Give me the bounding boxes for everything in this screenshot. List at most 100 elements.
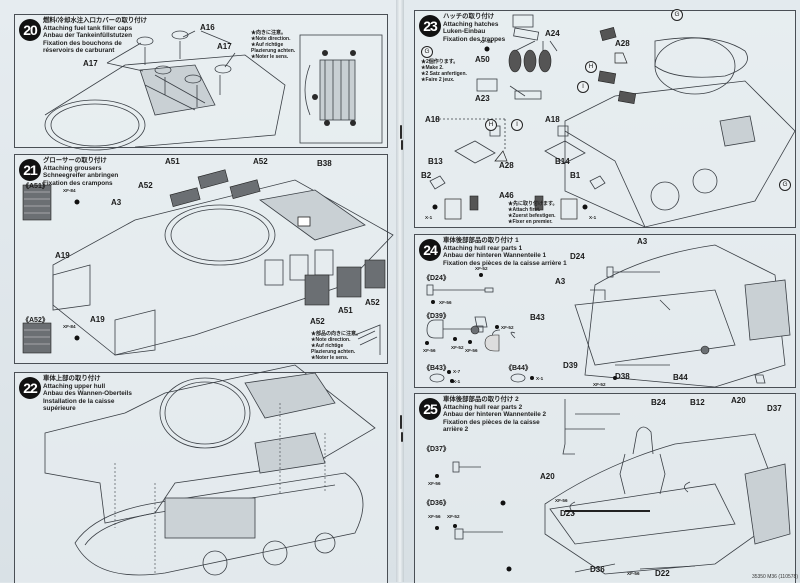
note-line: ★Auf richtige (251, 42, 284, 48)
title-jp: グローサーの取り付け (43, 157, 107, 164)
part-label: A23 (475, 94, 490, 103)
part-label: A52 (365, 298, 380, 307)
title-de: Schneegreifer anbringen (43, 172, 119, 180)
subassembly-marker-g: G (779, 179, 791, 191)
title-de: Anbau des Wannen-Oberteils (43, 390, 132, 398)
callout-part: 《B44》 (505, 365, 532, 372)
title-jp: 車体後部部品の取り付け 2 (443, 396, 519, 403)
part-label: B24 (651, 398, 666, 407)
part-label: A50 (475, 55, 490, 64)
subassembly-marker-g: G (421, 46, 433, 58)
paint-code: XF-56 (423, 348, 436, 353)
title-en: Attaching upper hull (43, 382, 106, 390)
part-label: A17 (217, 42, 232, 51)
note-line: ★Attach first. (508, 207, 541, 213)
paint-code: XF-52 (451, 345, 464, 350)
step-25-panel: 25 車体後部部品の取り付け 2 Attaching hull rear par… (414, 393, 796, 583)
direction-note: ★向きに注意。 ★Note direction. ★Auf richtige P… (251, 30, 295, 60)
paint-code: XF-52 (593, 382, 606, 387)
step-number: 22 (19, 377, 41, 399)
part-label: A52 (310, 317, 325, 326)
part-label: D39 (563, 361, 578, 370)
step-title: グローサーの取り付け Attaching grousers Schneegrei… (43, 157, 118, 187)
paint-code: XF-84 (63, 188, 76, 193)
part-label: A52 (138, 181, 153, 190)
paint-code: X-1 (453, 379, 461, 384)
part-label: A24 (545, 29, 560, 38)
part-label: A28 (499, 161, 514, 170)
part-label: A3 (555, 277, 566, 286)
step-20-panel: 20 燃料/冷却水注入口カバーの取り付け Attaching fuel tank… (14, 14, 388, 151)
paint-callout-part: 《A52》 (22, 317, 49, 324)
part-label: D23 (560, 509, 575, 518)
step-24-panel: 24 車体後部部品の取り付け 1 Attaching hull rear par… (414, 234, 796, 388)
step-22-panel: 22 車体上部の取り付け Attaching upper hull Anbau … (14, 364, 388, 583)
step-23-panel: 23 ハッチの取り付け Attaching hatches Luken-Einb… (414, 9, 796, 228)
step-title: 車体後部部品の取り付け 2 Attaching hull rear parts … (443, 396, 553, 434)
paint-code: XF-52 (475, 266, 488, 271)
footer-code: 35350 M36 (110578) (751, 574, 798, 580)
paint-code: XF-56 (428, 514, 441, 519)
upper-hull-drawing (44, 364, 376, 576)
staple (400, 125, 402, 139)
callout-part: 《D24》 (423, 275, 450, 282)
subassembly-marker-g: G (671, 9, 683, 21)
part-label: A52 (253, 157, 268, 166)
part-label: A17 (83, 59, 98, 68)
title-fr: Fixation des crampons (43, 179, 113, 187)
make-note: ★2個作ります。 ★Make 2. ★2 Satz anfertigen. ★F… (421, 59, 467, 83)
part-label: B44 (673, 373, 688, 382)
part-label: A51 (165, 157, 180, 166)
part-label: D22 (655, 569, 670, 578)
title-de: Anbau der Tankeinfüllstutzen (43, 32, 133, 40)
note-line: ★Faire 2 jeux. (421, 77, 455, 83)
title-jp: 車体上部の取り付け (43, 375, 101, 382)
title-fr: Installation de la caisse supérieure (43, 397, 115, 413)
note-line: ★Noter le sens. (251, 54, 289, 60)
note-line: Plazierung achten. (311, 349, 356, 355)
title-de: Luken-Einbau (443, 28, 486, 36)
part-label: D24 (570, 252, 585, 261)
hull-grousers-drawing (22, 169, 394, 356)
step-number: 25 (419, 398, 441, 420)
subassembly-marker-i: I (577, 81, 589, 93)
title-en: Attaching grousers (43, 164, 102, 172)
callout-part: 《B43》 (423, 365, 450, 372)
part-label: A19 (55, 251, 70, 260)
step-title: 車体後部部品の取り付け 1 Attaching hull rear parts … (443, 237, 567, 267)
part-label: A51 (338, 306, 353, 315)
paint-callout-part: 《A51》 (22, 183, 49, 190)
note-line: ★向きに注意。 (251, 30, 287, 36)
step-number: 23 (419, 15, 441, 37)
staple (401, 432, 403, 442)
subassembly-marker-h: H (485, 119, 497, 131)
title-en: Attaching hull rear parts 1 (443, 244, 523, 252)
part-label: B43 (530, 313, 545, 322)
title-jp: ハッチの取り付け (443, 13, 495, 20)
attach-first-note: ★先に取り付けます。 ★Attach first. ★Zuerst befest… (508, 201, 558, 225)
subassembly-marker-h: H (585, 61, 597, 73)
hull-rear-1-drawing (425, 244, 791, 388)
page-gutter (396, 0, 404, 582)
title-jp: 車体後部部品の取り付け 1 (443, 237, 519, 244)
paint-code: XF-56 (428, 481, 441, 486)
part-label: A3 (637, 237, 648, 246)
subassembly-marker-i: I (511, 119, 523, 131)
hull-rear-2-drawing (435, 399, 791, 575)
part-label: A3 (111, 198, 122, 207)
hull-top-drawing (44, 30, 383, 151)
title-fr: Fixation des bouchons de réservoirs de c… (43, 39, 122, 55)
part-label: A28 (615, 39, 630, 48)
paint-code: XF-56 (439, 300, 452, 305)
callout-part: 《D39》 (423, 313, 450, 320)
paint-code: X-1 (589, 215, 597, 220)
note-line: ★Fixer en premier. (508, 219, 553, 225)
note-line: Plazierung achten. (251, 48, 296, 54)
note-line: ★部品の向きに注意。 (311, 331, 362, 337)
callout-part: 《D37》 (423, 446, 450, 453)
staple (401, 140, 403, 150)
step-21-panel: 21 グローサーの取り付け Attaching grousers Schneeg… (14, 154, 394, 364)
part-label: D38 (615, 372, 630, 381)
part-label: B38 (317, 159, 332, 168)
note-line: ★2個作ります。 (421, 59, 459, 65)
